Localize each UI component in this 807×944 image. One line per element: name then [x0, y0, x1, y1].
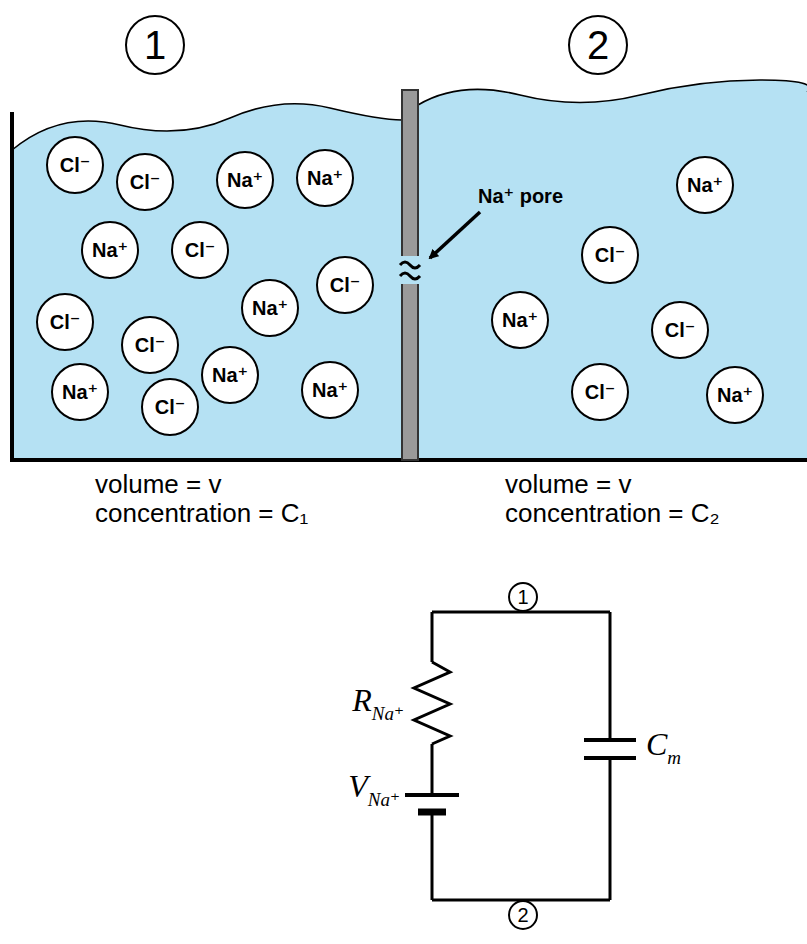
- water-right: [418, 80, 807, 460]
- component-label: VNa⁺: [348, 770, 400, 809]
- circuit-wires: [414, 612, 610, 902]
- ion-label: Cl⁻: [330, 275, 361, 295]
- ion-label: 2: [517, 905, 528, 925]
- ion-label: Cl⁻: [50, 312, 81, 332]
- tank-region: volume = vconcentration = C₂Na⁺Cl⁻Na⁺Cl⁻…: [418, 115, 807, 460]
- symbol-subscript: m: [667, 747, 681, 768]
- symbol-letter: C: [646, 726, 667, 762]
- ion-label: Na⁺: [62, 382, 98, 402]
- resistor-symbol: [414, 662, 450, 744]
- ion-circle: Na⁺: [706, 366, 764, 424]
- ion-label: Cl⁻: [135, 335, 166, 355]
- battery-plate: [405, 793, 459, 797]
- ion-label: Cl⁻: [155, 397, 186, 417]
- tank-wall: [10, 112, 14, 462]
- pore-label: Na⁺ pore: [478, 186, 563, 206]
- ion-circle: Cl⁻: [141, 378, 199, 436]
- component-label: Cm: [646, 728, 681, 767]
- ion-circle: Cl⁻: [571, 363, 629, 421]
- ion-circle: Cl⁻: [116, 153, 174, 211]
- ion-circle: Na⁺: [51, 363, 109, 421]
- tank-caption: concentration = C₂: [505, 499, 720, 528]
- ion-circle: Cl⁻: [316, 256, 374, 314]
- ion-circle: Na⁺: [676, 156, 734, 214]
- ion-label: Na⁺: [312, 380, 348, 400]
- terminal-circle: 1: [125, 15, 185, 75]
- ion-circle: Na⁺: [81, 221, 139, 279]
- ion-label: Na⁺: [687, 175, 723, 195]
- symbol-letter: R: [352, 682, 372, 718]
- symbol-subscript: Na⁺: [368, 789, 400, 810]
- ion-circle: Na⁺: [301, 361, 359, 419]
- ion-label: Na⁺: [717, 385, 753, 405]
- tank-caption: volume = v: [95, 470, 221, 499]
- tank-caption: volume = v: [505, 470, 631, 499]
- ion-circle: Cl⁻: [651, 301, 709, 359]
- tank-caption: concentration = C₁: [95, 499, 308, 528]
- symbol-subscript: Na⁺: [372, 703, 404, 724]
- ion-circle: Cl⁻: [171, 221, 229, 279]
- component-label: RNa⁺: [352, 684, 404, 723]
- ion-label: Na⁺: [212, 365, 248, 385]
- ion-label: 1: [517, 587, 528, 607]
- ion-label: Na⁺: [252, 298, 288, 318]
- ion-circle: Na⁺: [216, 151, 274, 209]
- ion-circle: Cl⁻: [36, 293, 94, 351]
- ion-label: 1: [144, 25, 166, 65]
- battery-plate: [418, 809, 446, 816]
- pore-symbol: [400, 262, 420, 279]
- ion-circle: Na⁺: [241, 279, 299, 337]
- ion-label: 2: [587, 25, 609, 65]
- ion-circle: Cl⁻: [121, 316, 179, 374]
- ion-circle: Na⁺: [296, 149, 354, 207]
- ion-label: Cl⁻: [185, 240, 216, 260]
- water-surface: [418, 80, 807, 105]
- ion-label: Cl⁻: [130, 172, 161, 192]
- terminal-circle: 2: [568, 15, 628, 75]
- ion-label: Na⁺: [502, 310, 538, 330]
- terminal-circle: 1: [508, 582, 538, 612]
- pore: [398, 256, 422, 284]
- ion-circle: Na⁺: [491, 291, 549, 349]
- ion-label: Na⁺: [227, 170, 263, 190]
- ion-label: Cl⁻: [585, 382, 616, 402]
- water-left: [12, 104, 402, 460]
- ion-circle: Cl⁻: [46, 136, 104, 194]
- ion-label: Cl⁻: [60, 155, 91, 175]
- terminal-circle: 2: [508, 900, 538, 930]
- ion-circle: Cl⁻: [581, 226, 639, 284]
- tank-region: volume = vconcentration = C₁Cl⁻Cl⁻Na⁺Na⁺…: [12, 115, 402, 460]
- ion-label: Cl⁻: [595, 245, 626, 265]
- ion-circle: Na⁺: [201, 346, 259, 404]
- symbol-letter: V: [348, 768, 368, 804]
- capacitor-plate: [584, 756, 636, 760]
- leader-arrow: [430, 212, 480, 258]
- ion-label: Cl⁻: [665, 320, 696, 340]
- capacitor-plate: [584, 738, 636, 742]
- ion-label: Na⁺: [92, 240, 128, 260]
- ion-label: Na⁺: [307, 168, 343, 188]
